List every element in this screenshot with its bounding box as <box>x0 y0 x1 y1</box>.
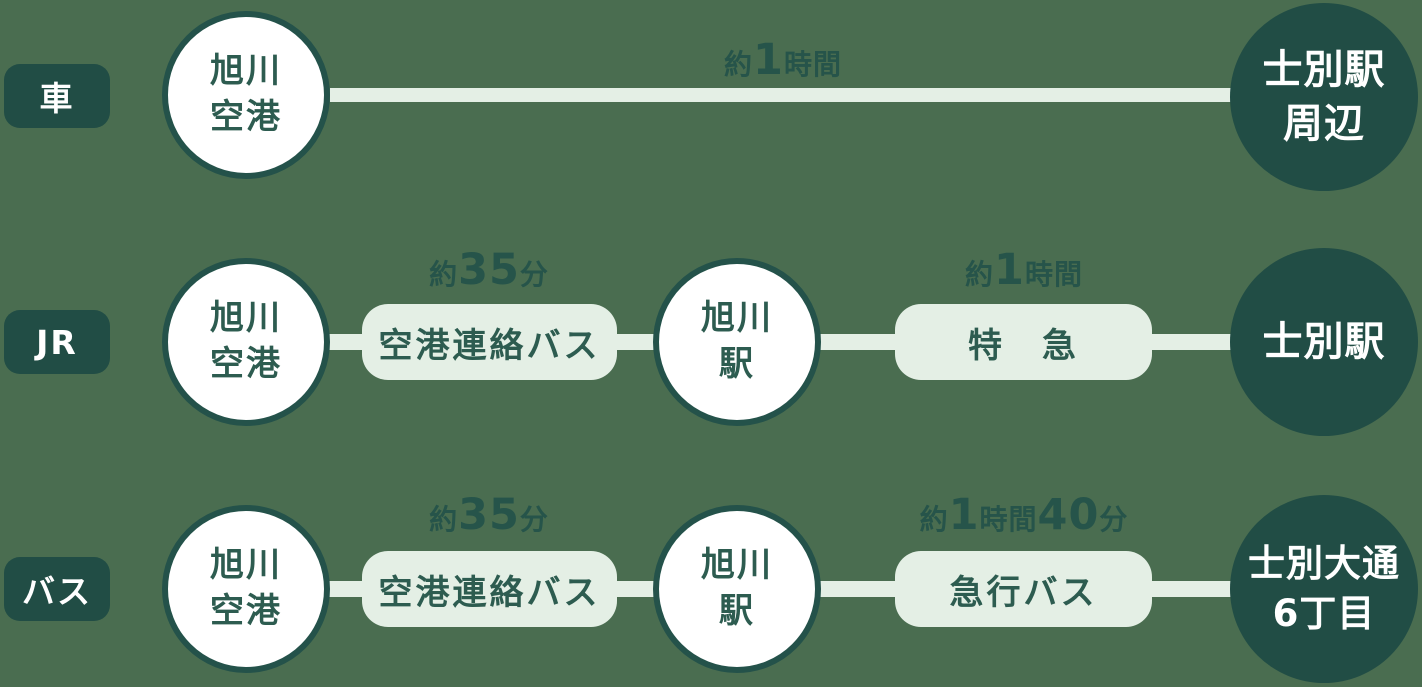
connector <box>615 334 655 350</box>
connector <box>615 581 655 597</box>
route-line-car <box>330 88 1237 102</box>
row-label-jr: JR <box>4 310 110 374</box>
connector <box>819 581 897 597</box>
mode-box-limited-express: 特 急 <box>895 304 1152 380</box>
origin-node-asahikawa-airport: 旭川 空港 <box>162 11 330 179</box>
destination-node-shibetsu-odori-6chome: 士別大通 6丁目 <box>1230 495 1418 683</box>
duration-label-express-bus: 約1時間40分 <box>919 490 1129 540</box>
origin-node-asahikawa-airport: 旭川 空港 <box>162 505 330 673</box>
mode-box-airport-shuttle-bus: 空港連絡バス <box>362 551 617 627</box>
via-node-asahikawa-station: 旭川 駅 <box>653 505 821 673</box>
duration-label-car: 約1時間 <box>724 35 842 85</box>
mode-box-airport-shuttle-bus: 空港連絡バス <box>362 304 617 380</box>
duration-label-limited-express: 約1時間 <box>965 245 1083 295</box>
row-label-bus: バス <box>4 557 110 621</box>
origin-node-asahikawa-airport: 旭川 空港 <box>162 258 330 426</box>
via-node-asahikawa-station: 旭川 駅 <box>653 258 821 426</box>
row-label-car: 車 <box>4 64 110 128</box>
mode-box-express-bus: 急行バス <box>895 551 1152 627</box>
duration-label-airport-bus: 約35分 <box>429 490 549 540</box>
connector <box>328 334 364 350</box>
connector <box>819 334 897 350</box>
destination-node-shibetsu-station: 士別駅 <box>1230 248 1418 436</box>
destination-node-shibetsu-station-area: 士別駅 周辺 <box>1230 3 1418 191</box>
connector <box>328 581 364 597</box>
connector <box>1150 581 1232 597</box>
connector <box>1150 334 1232 350</box>
duration-label-airport-bus: 約35分 <box>429 245 549 295</box>
